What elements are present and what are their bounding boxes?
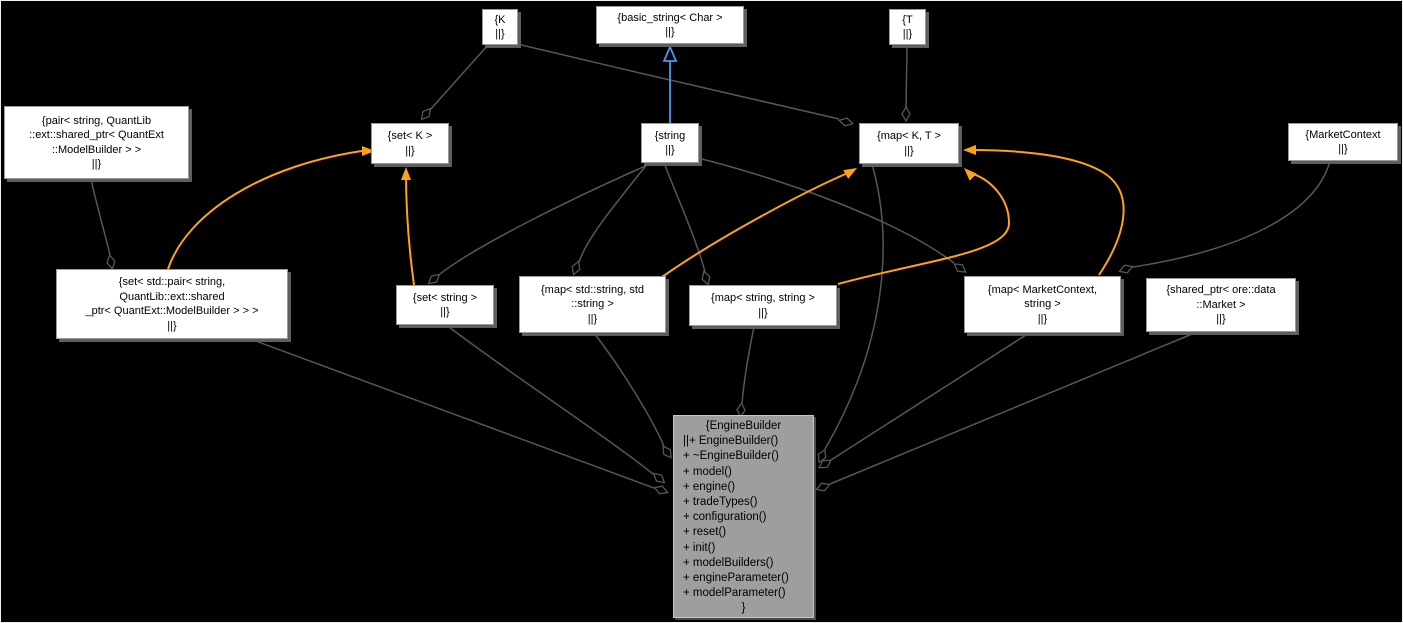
inheritance-arrow-icon (662, 44, 678, 62)
edge-string-setstring (439, 162, 653, 275)
node-label: {set< std::pair< string, QuantLib::ext::… (85, 276, 259, 332)
edge-setpair-setk (167, 149, 370, 270)
edge-setstring-eb (448, 326, 654, 475)
node-t[interactable]: {T ||} (889, 9, 926, 45)
diamond-icon (571, 260, 581, 276)
edge-k-setk (429, 44, 489, 111)
edge-pair-setpair (90, 178, 111, 256)
node-engine-builder[interactable]: {EngineBuilder ||+ EngineBuilder() + ~En… (673, 415, 814, 618)
edge-setstring-setk (405, 172, 415, 286)
edge-string-mapss (663, 162, 706, 273)
node-basic-string[interactable]: {basic_string< Char > ||} (596, 6, 744, 44)
diamond-icon (1118, 264, 1134, 274)
node-label: {map< K, T > ||} (877, 130, 941, 157)
node-label: {shared_ptr< ore::data ::Market > ||} (1166, 284, 1276, 326)
engine-builder-closing-brace: } (741, 602, 746, 615)
node-pair-string-modelbuilder[interactable]: {pair< string, QuantLib ::ext::shared_pt… (4, 106, 189, 179)
node-set-k[interactable]: {set< K > ||} (371, 123, 449, 164)
edge-string-mapstd (578, 162, 649, 263)
node-string[interactable]: {string ||} (641, 123, 699, 163)
diamond-icon (815, 482, 831, 492)
edge-mapstd-eb (593, 332, 665, 447)
node-label: {map< std::string, std ::string > ||} (540, 283, 645, 325)
edge-k-mapkt (512, 42, 840, 120)
edge-string-mapmc (697, 157, 955, 264)
diamond-icon (427, 273, 441, 285)
diamond-icon (420, 107, 432, 121)
diamond-icon (652, 472, 666, 484)
template-arrow-icon (843, 168, 857, 179)
node-label: {pair< string, QuantLib ::ext::shared_pt… (29, 114, 164, 171)
node-label: {T ||} (902, 13, 913, 41)
edge-mapss-eb (741, 326, 755, 405)
node-label: {basic_string< Char > ||} (617, 11, 723, 39)
edge-mc-mapmc (1132, 160, 1331, 268)
template-arrow-icon (401, 167, 411, 180)
node-label: {K ||} (494, 13, 506, 41)
edge-mapkt-eb (824, 163, 884, 450)
diamond-icon (817, 448, 827, 464)
diamond-icon (653, 485, 669, 495)
node-label: {MarketContext ||} (1305, 128, 1381, 156)
diamond-icon (817, 459, 833, 469)
node-set-string[interactable]: {set< string > ||} (396, 285, 494, 325)
node-map-marketcontext-string[interactable]: {map< MarketContext, string > ||} (964, 276, 1121, 333)
node-market-context[interactable]: {MarketContext ||} (1288, 123, 1398, 161)
node-map-k-t[interactable]: {map< K, T > ||} (859, 123, 959, 164)
node-map-string-string[interactable]: {map< string, string > ||} (689, 285, 837, 326)
node-shared-ptr-market[interactable]: {shared_ptr< ore::data ::Market > ||} (1146, 278, 1296, 332)
engine-builder-title: {EngineBuilder (705, 420, 782, 432)
node-label: {string ||} (654, 129, 686, 157)
diamond-icon (662, 445, 672, 459)
edge-t-mapkt (905, 46, 908, 109)
node-map-stdstring-stdstring[interactable]: {map< std::string, std ::string > ||} (519, 276, 666, 333)
template-arrow-icon (362, 146, 375, 156)
diamond-icon (701, 270, 711, 286)
diamond-icon (901, 105, 911, 123)
node-label: {map< MarketContext, string > ||} (987, 283, 1098, 325)
template-arrow-icon (963, 145, 976, 155)
node-k[interactable]: {K ||} (482, 9, 518, 45)
diamond-icon (953, 263, 967, 273)
node-label: {set< string > ||} (412, 291, 478, 319)
edge-mapmc-eb (830, 332, 1030, 461)
edge-mapstd-mapkt (661, 171, 851, 278)
diamond-icon (106, 253, 116, 271)
node-set-pair-modelbuilder[interactable]: {set< std::pair< string, QuantLib::ext::… (56, 269, 288, 339)
edge-sptr-eb (829, 331, 1198, 485)
diamond-icon (837, 117, 855, 127)
engine-builder-members: ||+ EngineBuilder() + ~EngineBuilder() +… (683, 435, 789, 600)
edge-mapss-mapkt (837, 172, 1011, 285)
template-arrow-icon (964, 168, 977, 181)
node-label: {set< K > ||} (387, 130, 433, 157)
edge-setpair-eb (252, 339, 655, 489)
edge-mapmc-mapkt (969, 149, 1125, 276)
node-label: {map< string, string > ||} (711, 292, 815, 319)
